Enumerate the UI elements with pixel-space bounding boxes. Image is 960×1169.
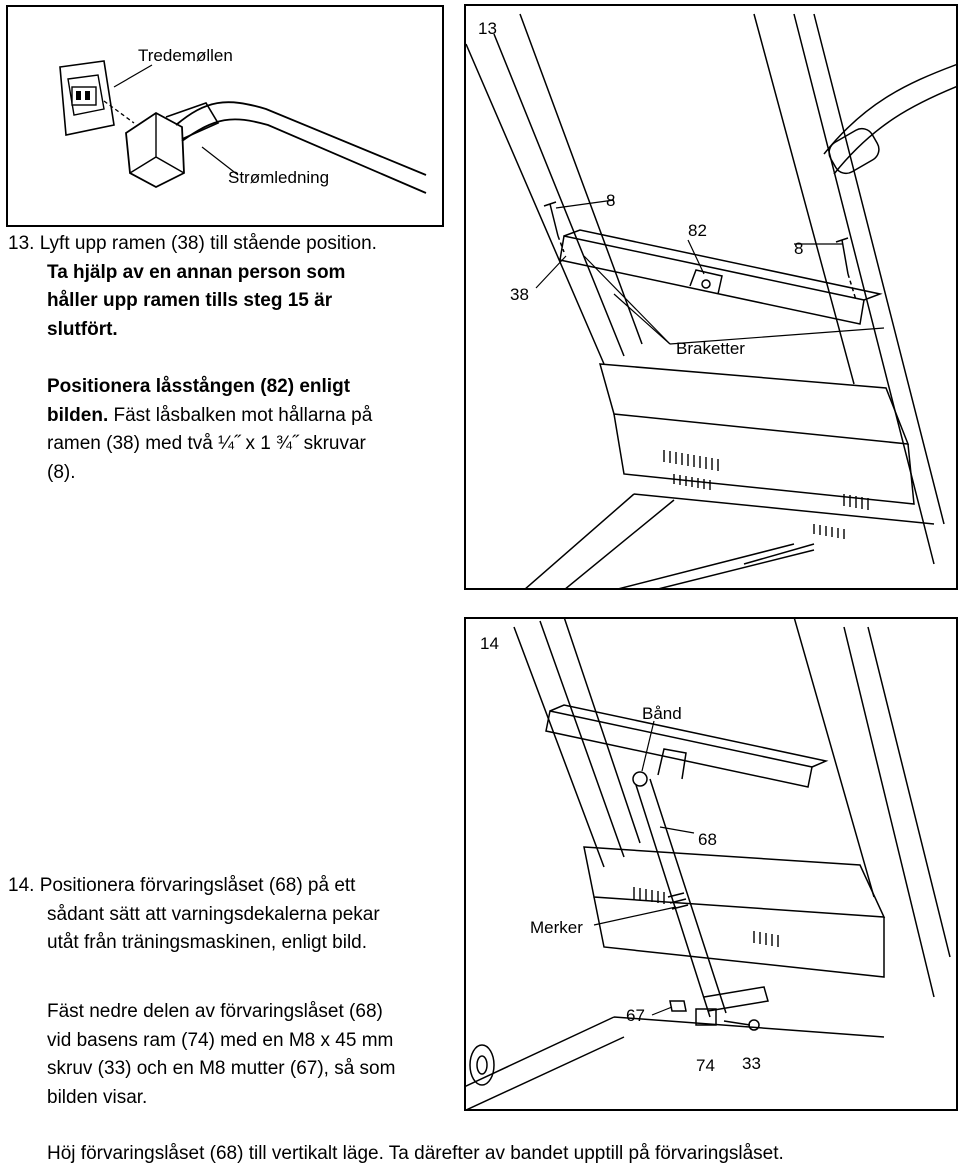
step14-p2-line2: vid basens ram (74) med en M8 x 45 mm (47, 1029, 394, 1051)
step14-illustration (466, 619, 951, 1109)
step13-number: 13 (478, 19, 497, 38)
step13-p2-line2-bold: bilden. (47, 404, 109, 426)
step13-instructions: 13. Lyft upp ramen (38) till stående pos… (8, 230, 458, 344)
callout-screw-right: 8 (794, 239, 804, 258)
callout-nut: 67 (626, 1006, 645, 1025)
step13-line1: 13. Lyft upp ramen (38) till stående pos… (8, 233, 377, 254)
callout-bolt: 33 (742, 1054, 761, 1073)
footer-instruction: Höj förvaringslåset (68) till vertikalt … (47, 1143, 784, 1164)
step14-p2-line3: skruv (33) och en M8 mutter (67), så som (47, 1058, 396, 1079)
step13-p2-line2: bilden. Fäst låsbalken mot hållarna på (47, 402, 467, 431)
callout-strap: Bånd (642, 704, 682, 723)
step14-line3: utåt från träningsmaskinen, enligt bild. (47, 932, 368, 953)
step14-line2: sådant sätt att varningsdekalerna pekar (47, 903, 380, 925)
callout-screw-top: 8 (606, 191, 616, 210)
step13-line2: Ta hjälp av en annan person som (47, 261, 346, 283)
step13-instructions-2: Positionera låsstången (82) enligt bilde… (47, 373, 467, 487)
step13-p2-line1: Positionera låsstången (82) enligt (47, 376, 351, 397)
power-cord-label: Strømledning (228, 168, 330, 187)
step13-p2-line3: ramen (38) med två ¼˝ x 1 ¾˝ skruvar (47, 433, 366, 454)
step14-instructions-2: Fäst nedre delen av förvaringslåset (68)… (47, 998, 467, 1112)
step14-instructions: 14. Positionera förvaringslåset (68) på … (8, 872, 463, 958)
treadmill-label: Tredemøllen (138, 46, 233, 65)
step13-line3: håller upp ramen tills steg 15 är (47, 290, 333, 311)
step13-illustration-box: 13 (464, 4, 958, 590)
step13-p2-line4: (8). (47, 461, 76, 483)
step13-p2-line2-rest: Fäst låsbalken mot hållarna på (108, 404, 373, 426)
callout-lock-bar: 82 (688, 221, 707, 240)
callout-latch: 68 (698, 830, 717, 849)
power-cord-illustration (59, 60, 427, 194)
step14-p2-line4: bilden visar. (47, 1086, 148, 1108)
step13-line4: slutfört. (47, 318, 118, 340)
callout-brackets: Braketter (676, 339, 745, 358)
power-cord-inset: Tredemøllen Strømledning (6, 5, 444, 227)
callout-frame: 38 (510, 285, 529, 304)
step14-number: 14 (480, 634, 499, 653)
step13-illustration (466, 13, 956, 588)
callout-decals: Merker (530, 918, 583, 937)
step14-line1: 14. Positionera förvaringslåset (68) på … (8, 875, 356, 896)
step14-p2-line1: Fäst nedre delen av förvaringslåset (68) (47, 1001, 383, 1022)
callout-base: 74 (696, 1056, 715, 1075)
step14-illustration-box: 14 (464, 617, 958, 1111)
